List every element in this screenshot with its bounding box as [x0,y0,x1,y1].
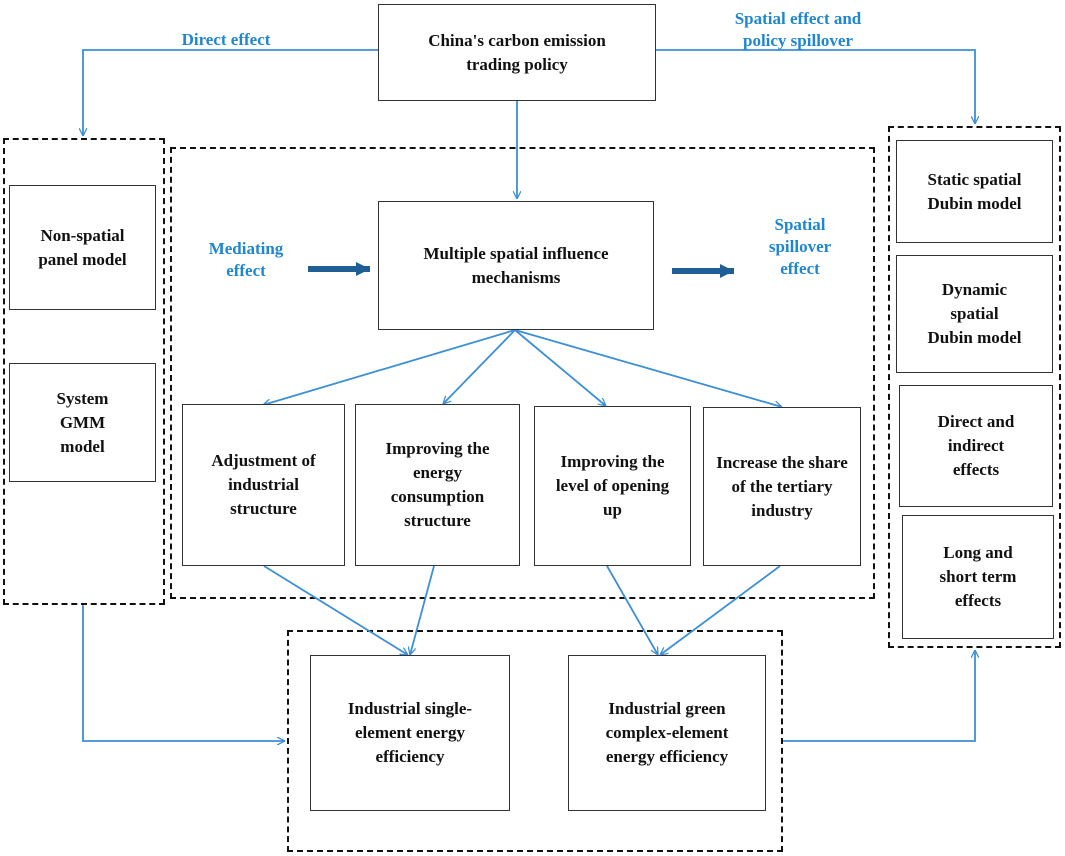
green-complex-box: Industrial green complex-element energy … [568,655,766,811]
non-spatial-label: Non-spatial panel model [38,225,127,269]
system-gmm-label: System GMM model [56,388,109,456]
energy-structure-box: Improving the energy consumption structu… [355,404,520,566]
mechanisms-box: Multiple spatial influence mechanisms [378,201,654,330]
adjustment-label: Adjustment of industrial structure [211,451,316,518]
mech-to-energy-arrow [443,329,516,404]
efficiency-group [287,630,783,852]
efficiency-to-right-group-arrow [783,650,975,742]
spatial-effect-arrow [656,49,975,124]
non-spatial-box: Non-spatial panel model [9,185,156,310]
mech-to-adjustment-arrow [263,329,516,405]
static-sdm-label: Static spatial Dubin model [927,169,1022,213]
mech-to-opening-arrow [514,329,606,406]
green-complex-label: Industrial green complex-element energy … [605,699,729,766]
direct-indirect-box: Direct and indirect effects [899,385,1053,507]
tertiary-label: Increase the share of the tertiary indus… [716,452,848,520]
opening-to-green-arrow [606,565,659,655]
mechanisms-label: Multiple spatial influence mechanisms [423,243,609,287]
direct-indirect-label: Direct and indirect effects [937,412,1015,479]
right-model-group [888,126,1061,648]
tertiary-box: Increase the share of the tertiary indus… [703,407,861,566]
adjustment-to-single-arrow [263,565,408,656]
direct-effect-arrow [83,49,378,136]
opening-up-label: Improving the level of opening up [555,452,670,519]
policy-label: China's carbon emission trading policy [428,30,606,74]
single-element-label: Industrial single-element energy efficie… [347,699,473,766]
adjustment-box: Adjustment of industrial structure [182,404,345,566]
dynamic-sdm-label: Dynamic spatial Dubin model [927,280,1022,347]
long-short-label: Long and short term effects [939,543,1017,610]
tertiary-to-green-arrow [660,565,781,655]
spatial-policy-label: Spatial effect and policy spillover [734,9,862,50]
left-group-to-efficiency-arrow [82,605,285,741]
dynamic-sdm-box: Dynamic spatial Dubin model [896,255,1053,373]
direct-effect-label: Direct effect [181,30,271,49]
long-short-box: Long and short term effects [902,515,1054,639]
energy-structure-label: Improving the energy consumption structu… [385,439,490,530]
static-sdm-box: Static spatial Dubin model [896,140,1053,243]
energy-to-single-arrow [410,565,435,655]
system-gmm-box: System GMM model [9,363,156,482]
policy-box: China's carbon emission trading policy [378,4,656,101]
single-element-box: Industrial single-element energy efficie… [310,655,510,811]
spatial-spillover-label: Spatial spillover effect [768,215,832,278]
mech-to-tertiary-arrow [514,329,782,407]
mediating-effect-label: Mediating effect [208,239,284,280]
opening-up-box: Improving the level of opening up [534,406,691,566]
left-model-group [3,138,165,605]
mechanism-group [170,147,875,599]
